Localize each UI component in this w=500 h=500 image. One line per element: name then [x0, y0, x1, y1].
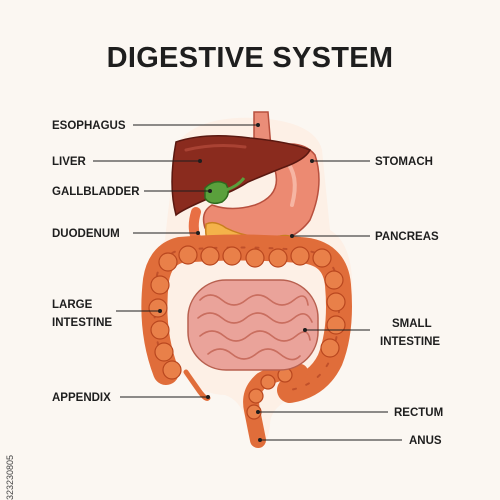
- label-pancreas: PANCREAS: [375, 231, 439, 243]
- stock-id: 323230805: [5, 454, 15, 500]
- label-esophagus: ESOPHAGUS: [52, 120, 126, 132]
- label-rectum: RECTUM: [394, 407, 444, 419]
- label-anus: ANUS: [409, 435, 442, 447]
- label-small-intestine-line2: INTESTINE: [380, 336, 441, 348]
- label-duodenum: DUODENUM: [52, 228, 120, 240]
- label-liver: LIVER: [52, 156, 86, 168]
- diagram-title: DIGESTIVE SYSTEM: [106, 42, 394, 74]
- leader-lines: [93, 124, 402, 441]
- label-gallbladder: GALLBLADDER: [52, 186, 140, 198]
- label-small-intestine-line1: SMALL: [392, 318, 432, 330]
- small-intestine-shape: [187, 279, 319, 371]
- gallbladder-shape: [204, 181, 229, 205]
- label-large-intestine-line1: LARGE: [52, 299, 93, 311]
- label-appendix: APPENDIX: [52, 392, 111, 404]
- label-large-intestine-line2: INTESTINE: [52, 317, 113, 329]
- label-stomach: STOMACH: [375, 156, 433, 168]
